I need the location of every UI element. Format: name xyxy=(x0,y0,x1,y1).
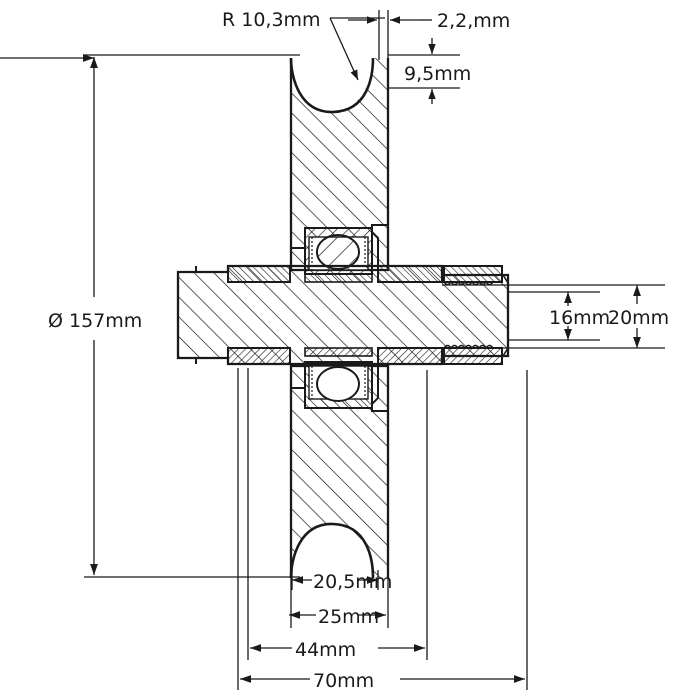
ball-bearing-top xyxy=(304,227,373,275)
label-groove-radius: R 10,3mm xyxy=(222,9,321,31)
axle-head-step-bottom xyxy=(178,357,197,364)
bearing-top-ball-hatch xyxy=(317,235,359,269)
ball-bearing-bottom xyxy=(304,361,373,409)
dimension-lines xyxy=(0,10,665,690)
label-hub-20: 20mm xyxy=(608,307,669,329)
bearing-bottom-ball xyxy=(316,366,360,402)
v-groove-top-arc xyxy=(289,57,375,114)
lower-body-hatch xyxy=(291,366,388,578)
axle-chamfer-top xyxy=(502,274,509,284)
label-hub-16: 16mm xyxy=(549,307,610,329)
thread-crest-bottom xyxy=(443,344,494,350)
label-body-width: 44mm xyxy=(295,639,356,661)
axle-hatch xyxy=(178,266,508,364)
label-outer-diameter: Ø 157mm xyxy=(48,310,142,332)
axle-outline xyxy=(176,264,510,366)
axle-head-step-top xyxy=(178,266,197,273)
label-groove-depth: 9,5mm xyxy=(404,63,471,85)
wheel-assembly xyxy=(176,57,510,579)
upper-body-hatch xyxy=(291,58,388,270)
axle-shaft xyxy=(176,264,510,366)
dim-r103-leader-arrow xyxy=(329,17,359,81)
label-groove-bottom-width: 20,5mm xyxy=(313,571,392,593)
label-inner-width: 25mm xyxy=(318,606,379,628)
label-overall-width: 70mm xyxy=(313,670,374,692)
dimension-labels: R 10,3mm 2,2,mm 9,5mm Ø 157mm 16mm 20mm … xyxy=(48,9,669,692)
axle-chamfer-bottom xyxy=(502,347,509,357)
v-groove-bottom-arc xyxy=(289,522,375,579)
label-flange-thickness: 2,2,mm xyxy=(437,10,510,32)
